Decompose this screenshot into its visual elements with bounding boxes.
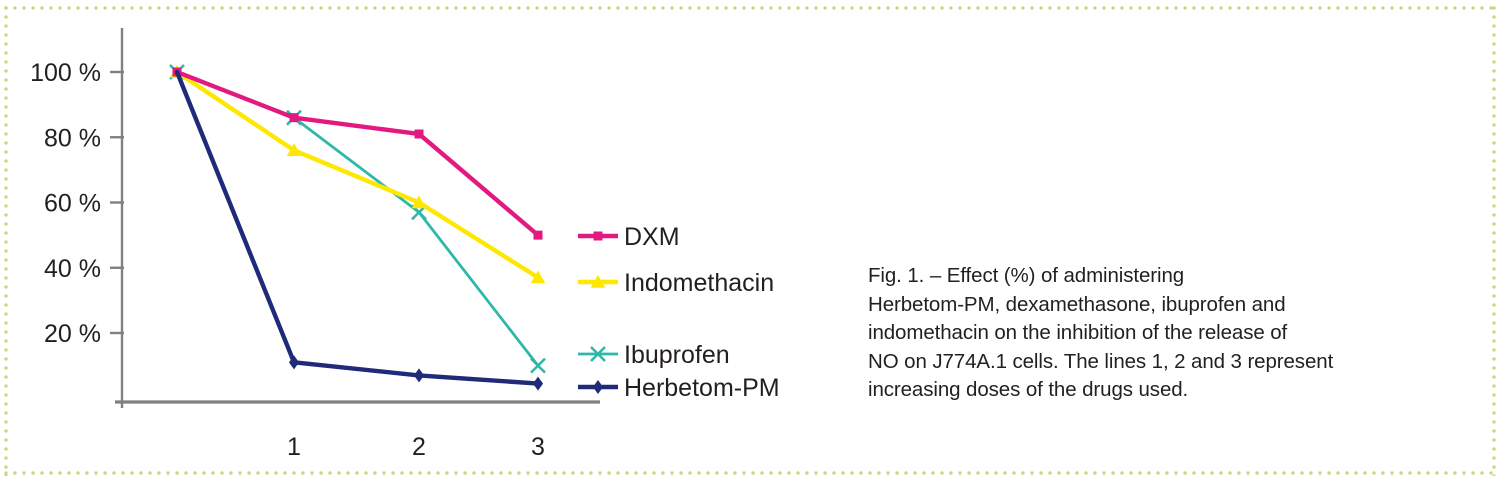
data-point-triangle-marker [411, 195, 427, 209]
axes [115, 28, 600, 408]
legend-item-herbetom-pm[interactable] [578, 380, 618, 394]
caption-line: Fig. 1. – Effect (%) of administering [868, 264, 1185, 287]
chart-canvas: 100 % 80 % 60 % 40 % 20 % 1 2 3 DXM Indomethaci… [30, 28, 780, 461]
legend-label: DXM [624, 223, 680, 251]
series-indomethacin [169, 65, 546, 284]
data-point-triangle-marker [286, 143, 302, 157]
data-point-square-marker [289, 113, 299, 123]
x-tick-label: 2 [412, 433, 426, 461]
data-point-diamond-marker [413, 368, 425, 383]
data-point-square-marker [593, 231, 603, 241]
caption-line: indomethacin on the inhibition of the re… [868, 321, 1288, 344]
legend-label: Ibuprofen [624, 341, 730, 369]
legend-label: Indomethacin [624, 269, 774, 297]
y-tick-label: 100 % [30, 59, 101, 87]
series-line [174, 69, 541, 238]
x-tick-label: 1 [287, 433, 301, 461]
caption-line: NO on J774A.1 cells. The lines 1, 2 and … [868, 349, 1334, 373]
x-tick-label: 3 [531, 433, 545, 461]
data-point-x-marker [530, 357, 546, 374]
series-layer [169, 64, 546, 391]
series-dxm [172, 67, 543, 240]
y-tick-label: 40 % [44, 255, 101, 283]
data-point-square-marker [533, 230, 543, 240]
data-point-diamond-marker [532, 376, 544, 391]
x-axis-tick-labels: 1 2 3 [287, 433, 545, 461]
y-tick-label: 20 % [44, 320, 101, 348]
series-line [175, 70, 540, 368]
y-tick-label: 60 % [44, 190, 101, 218]
line-chart: 100 % 80 % 60 % 40 % 20 % 1 2 3 DXM Indomethaci… [30, 28, 780, 461]
legend-item-ibuprofen[interactable] [578, 346, 618, 362]
series-line [174, 69, 541, 280]
series-line [174, 69, 541, 386]
data-point-diamond-marker [288, 355, 300, 370]
y-axis-ticks: 100 % 80 % 60 % 40 % 20 % [30, 59, 124, 348]
caption-line: increasing doses of the drugs used. [868, 378, 1189, 401]
data-point-triangle-marker [530, 270, 546, 284]
series-herbetom-pm [174, 69, 544, 391]
caption-line: Herbetom-PM, dexamethasone, ibuprofen an… [868, 292, 1286, 316]
series-ibuprofen [169, 64, 546, 374]
data-point-triangle-marker [590, 275, 606, 288]
data-point-x-marker [590, 346, 606, 362]
legend-item-dxm[interactable] [578, 231, 618, 241]
data-point-diamond-marker [592, 380, 604, 394]
legend-label: Herbetom-PM [624, 374, 780, 402]
legend-item-indomethacin[interactable] [578, 275, 618, 288]
y-tick-label: 80 % [44, 124, 101, 152]
dotted-border-right [1492, 6, 1496, 476]
data-point-square-marker [414, 129, 424, 139]
